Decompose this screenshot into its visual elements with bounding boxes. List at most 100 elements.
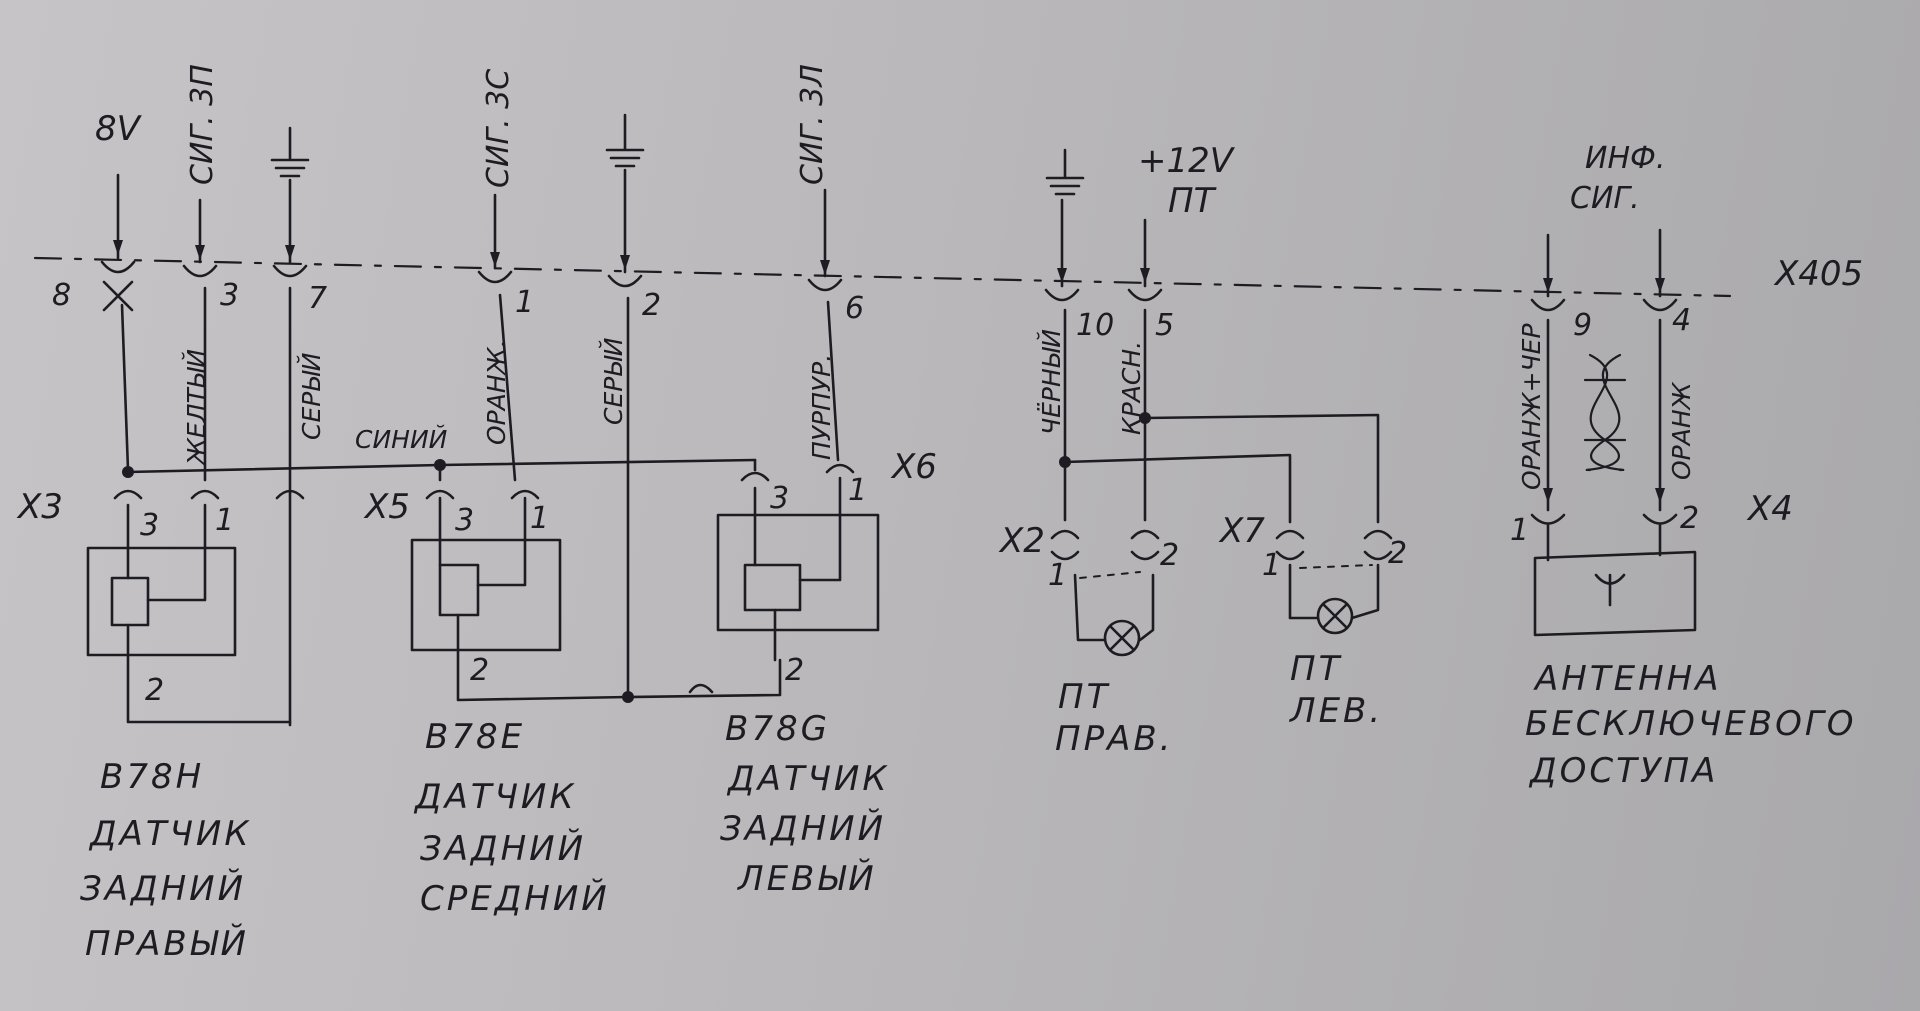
wire-label-zheltyi: ЖЕЛТЫЙ <box>182 349 211 467</box>
sensor-left-body <box>716 476 880 662</box>
fog-lamp-left-circuit <box>1288 563 1380 620</box>
caption-right-code: B78H <box>100 757 204 797</box>
harness-label-x405: X405 <box>1773 254 1863 294</box>
caption-lamp-left-l1: ПТ <box>1290 649 1342 689</box>
x405-pin-7: 7 <box>308 281 327 316</box>
wire-label-oranzh-2: ОРАНЖ <box>1667 381 1696 480</box>
x3-pin-3: 3 <box>140 508 159 543</box>
wire-label-seryi: СЕРЫЙ <box>297 352 326 440</box>
caption-antenna-l1: АНТЕННА <box>1533 659 1721 699</box>
x405-pin-10: 10 <box>1076 308 1114 343</box>
wire-label-krasn: КРАСН. <box>1117 341 1146 435</box>
wire-label-seryi-2: СЕРЫЙ <box>599 337 628 425</box>
fog-sockets <box>1050 529 1393 561</box>
connector-x7: X7 <box>1218 511 1265 551</box>
antenna-wire-arrows <box>1543 488 1665 503</box>
x6-pin-1: 1 <box>848 473 867 508</box>
x7-pin-2: 2 <box>1388 536 1407 571</box>
lamp-icon <box>1103 619 1141 657</box>
caption-right-l2: ЗАДНИЙ <box>80 868 246 909</box>
caption-left-l2: ЗАДНИЙ <box>720 808 886 849</box>
x6-pin-3: 3 <box>770 481 789 516</box>
caption-antenna-l3: ДОСТУПА <box>1528 751 1718 791</box>
x3-pin-2: 2 <box>145 673 164 708</box>
caption-lamp-left-l2: ЛЕВ. <box>1288 691 1383 731</box>
x405-pin-4: 4 <box>1672 303 1691 338</box>
x3-pin-1: 1 <box>215 503 234 538</box>
x6-sockets <box>688 463 855 694</box>
junction-dot <box>622 691 634 703</box>
label-inf: ИНФ. <box>1585 141 1665 176</box>
antenna-wires <box>1546 318 1662 562</box>
caption-mid-l2: ЗАДНИЙ <box>420 828 586 869</box>
pin8-cross-icon <box>102 280 134 312</box>
label-12v-pt: ПТ <box>1168 181 1217 221</box>
caption-left-l3: ЛЕВЫЙ <box>736 858 877 899</box>
wire-label-oranzh: ОРАНЖ. <box>482 339 511 445</box>
x405-pin-8: 8 <box>52 278 71 313</box>
connector-x4: X4 <box>1746 489 1793 529</box>
x6-pin-2: 2 <box>785 653 804 688</box>
x2-plug-link <box>1079 571 1141 579</box>
antenna-box <box>1533 550 1697 637</box>
x405-sockets <box>100 260 1678 312</box>
antenna-icon <box>1594 573 1626 607</box>
x2-pin-2: 2 <box>1160 538 1179 573</box>
connector-x6: X6 <box>890 447 937 487</box>
junction-dot <box>122 466 134 478</box>
caption-antenna-l2: БЕСКЛЮЧЕВОГО <box>1525 704 1857 744</box>
wire-label-chernyi: ЧЁРНЫЙ <box>1037 329 1066 435</box>
wire-label-oranzh-cher: ОРАНЖ+ЧЕР <box>1517 323 1546 490</box>
caption-mid-code: B78E <box>425 717 525 757</box>
wire-label-sinii: СИНИЙ <box>355 425 448 454</box>
caption-lamp-right-l1: ПТ <box>1058 677 1110 717</box>
label-8v: 8V <box>95 109 143 149</box>
fog-lamp-wires <box>1063 308 1380 524</box>
junction-dot <box>1059 456 1071 468</box>
label-12v: +12V <box>1138 141 1236 181</box>
connector-x5: X5 <box>363 487 410 527</box>
x5-pin-1: 1 <box>530 501 549 536</box>
caption-lamp-right-l2: ПРАВ. <box>1055 719 1173 759</box>
junction-dot <box>1139 412 1151 424</box>
label-sig-3l: СИГ. 3Л <box>795 64 830 185</box>
caption-left-l1: ДАТЧИК <box>726 759 889 799</box>
lamp-icon <box>1316 597 1354 635</box>
label-sig-3p: СИГ. 3П <box>185 64 220 185</box>
label-sig-3s: СИГ. 3С <box>481 69 516 188</box>
x405-pin-5: 5 <box>1155 308 1174 343</box>
x405-pin-1: 1 <box>515 285 534 320</box>
caption-right-l1: ДАТЧИК <box>88 814 251 854</box>
ground-icon-2 <box>605 113 645 168</box>
x5-pin-3: 3 <box>455 503 474 538</box>
x3-sockets <box>113 489 305 500</box>
twisted-pair-icon <box>1583 353 1627 472</box>
x4-pin-1: 1 <box>1510 513 1529 548</box>
label-inf-sig: СИГ. <box>1570 181 1640 216</box>
sensor-wires <box>120 286 840 727</box>
x2-pin-1: 1 <box>1048 558 1067 593</box>
harness-line-x405 <box>33 256 1732 298</box>
x7-plug-link <box>1299 564 1373 569</box>
caption-mid-l3: СРЕДНИЙ <box>420 878 610 919</box>
x7-pin-1: 1 <box>1262 548 1281 583</box>
ground-icon-3 <box>1045 148 1085 196</box>
ground-icon-1 <box>270 126 310 178</box>
x405-pin-6: 6 <box>845 291 864 326</box>
connector-x2: X2 <box>998 521 1045 561</box>
x5-sockets <box>425 489 540 500</box>
x405-pin-9: 9 <box>1573 308 1592 343</box>
fog-lamp-right-circuit <box>1073 573 1155 642</box>
junction-dot <box>434 459 446 471</box>
x405-pin-3: 3 <box>220 278 239 313</box>
x5-pin-2: 2 <box>470 653 489 688</box>
wire-arrows <box>113 240 1665 293</box>
caption-right-l3: ПРАВЫЙ <box>85 923 249 964</box>
caption-left-code: B78G <box>725 709 830 749</box>
wire-label-purpur: ПУРПУР. <box>807 354 836 460</box>
caption-mid-l1: ДАТЧИК <box>413 777 576 817</box>
x4-sockets <box>1530 513 1678 525</box>
connector-x3: X3 <box>16 487 63 527</box>
